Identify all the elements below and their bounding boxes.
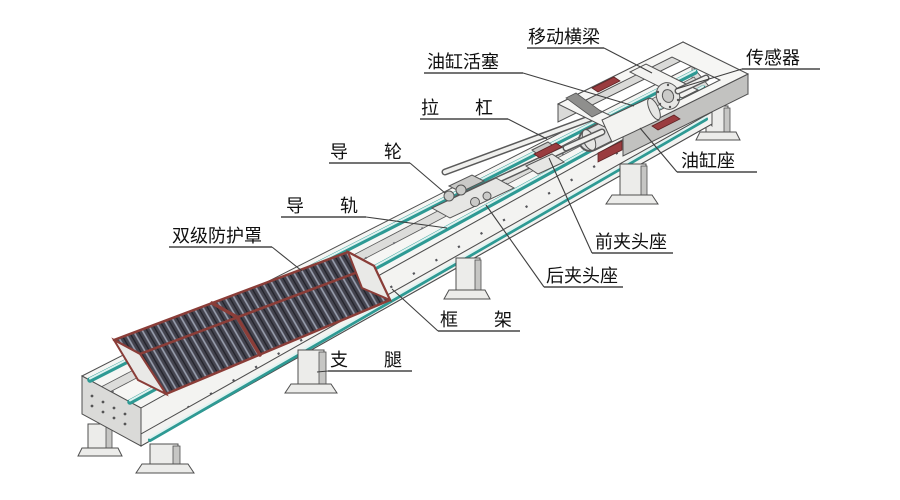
label-guide-wheel-text: 导 轮 <box>330 142 402 163</box>
label-rear-clamp-seat: 后夹头座 <box>485 204 623 288</box>
label-support-leg: 支 腿 <box>316 350 412 373</box>
support-leg-mid <box>284 349 338 394</box>
label-rear-clamp-seat-text: 后夹头座 <box>546 266 618 287</box>
label-cylinder-piston: 油缸活塞 <box>424 51 635 107</box>
label-cylinder-piston-text: 油缸活塞 <box>427 51 499 73</box>
support-leg-frame-far <box>695 105 741 141</box>
label-cylinder-seat: 油缸座 <box>639 127 757 173</box>
label-frame-text: 框 架 <box>440 310 512 331</box>
cylinder-seat-frame <box>556 41 750 157</box>
label-front-clamp-seat-text: 前夹头座 <box>595 232 667 253</box>
rear-clamp-carriage <box>430 174 516 219</box>
support-leg-frame-near <box>605 163 659 205</box>
label-frame: 框 架 <box>391 288 520 332</box>
label-sensor: 传感器 <box>675 48 820 90</box>
label-sensor-text: 传感器 <box>746 48 800 69</box>
support-leg-mid2 <box>443 257 491 300</box>
protective-cover <box>111 249 393 397</box>
label-protective-cover: 双级防护罩 <box>169 226 303 272</box>
label-guide-wheel: 导 轮 <box>329 142 446 194</box>
label-cylinder-seat-text: 油缸座 <box>681 150 735 172</box>
label-guide-rail-text: 导 轨 <box>286 196 358 217</box>
support-leg-far-left <box>77 423 123 457</box>
support-leg-left <box>135 443 195 474</box>
label-pull-rod: 拉 杠 <box>420 98 548 140</box>
label-guide-rail: 导 轨 <box>281 196 448 229</box>
label-moving-crossbeam-text: 移动横梁 <box>528 27 600 48</box>
label-front-clamp-seat: 前夹头座 <box>548 157 673 254</box>
red-pad-bed-near <box>597 140 623 163</box>
red-pad-frame-near <box>651 114 681 131</box>
red-pad-bed-far <box>533 142 563 159</box>
sensor-flange <box>655 82 681 110</box>
label-moving-crossbeam: 移动横梁 <box>527 27 653 74</box>
guide-rail-lower <box>148 116 708 442</box>
guide-wheels <box>443 184 492 207</box>
label-pull-rod-text: 拉 杠 <box>421 98 493 119</box>
label-support-leg-text: 支 腿 <box>330 350 402 371</box>
label-protective-cover-text: 双级防护罩 <box>172 226 262 247</box>
red-pad-frame-far <box>591 76 621 93</box>
piston-rod <box>562 128 606 152</box>
